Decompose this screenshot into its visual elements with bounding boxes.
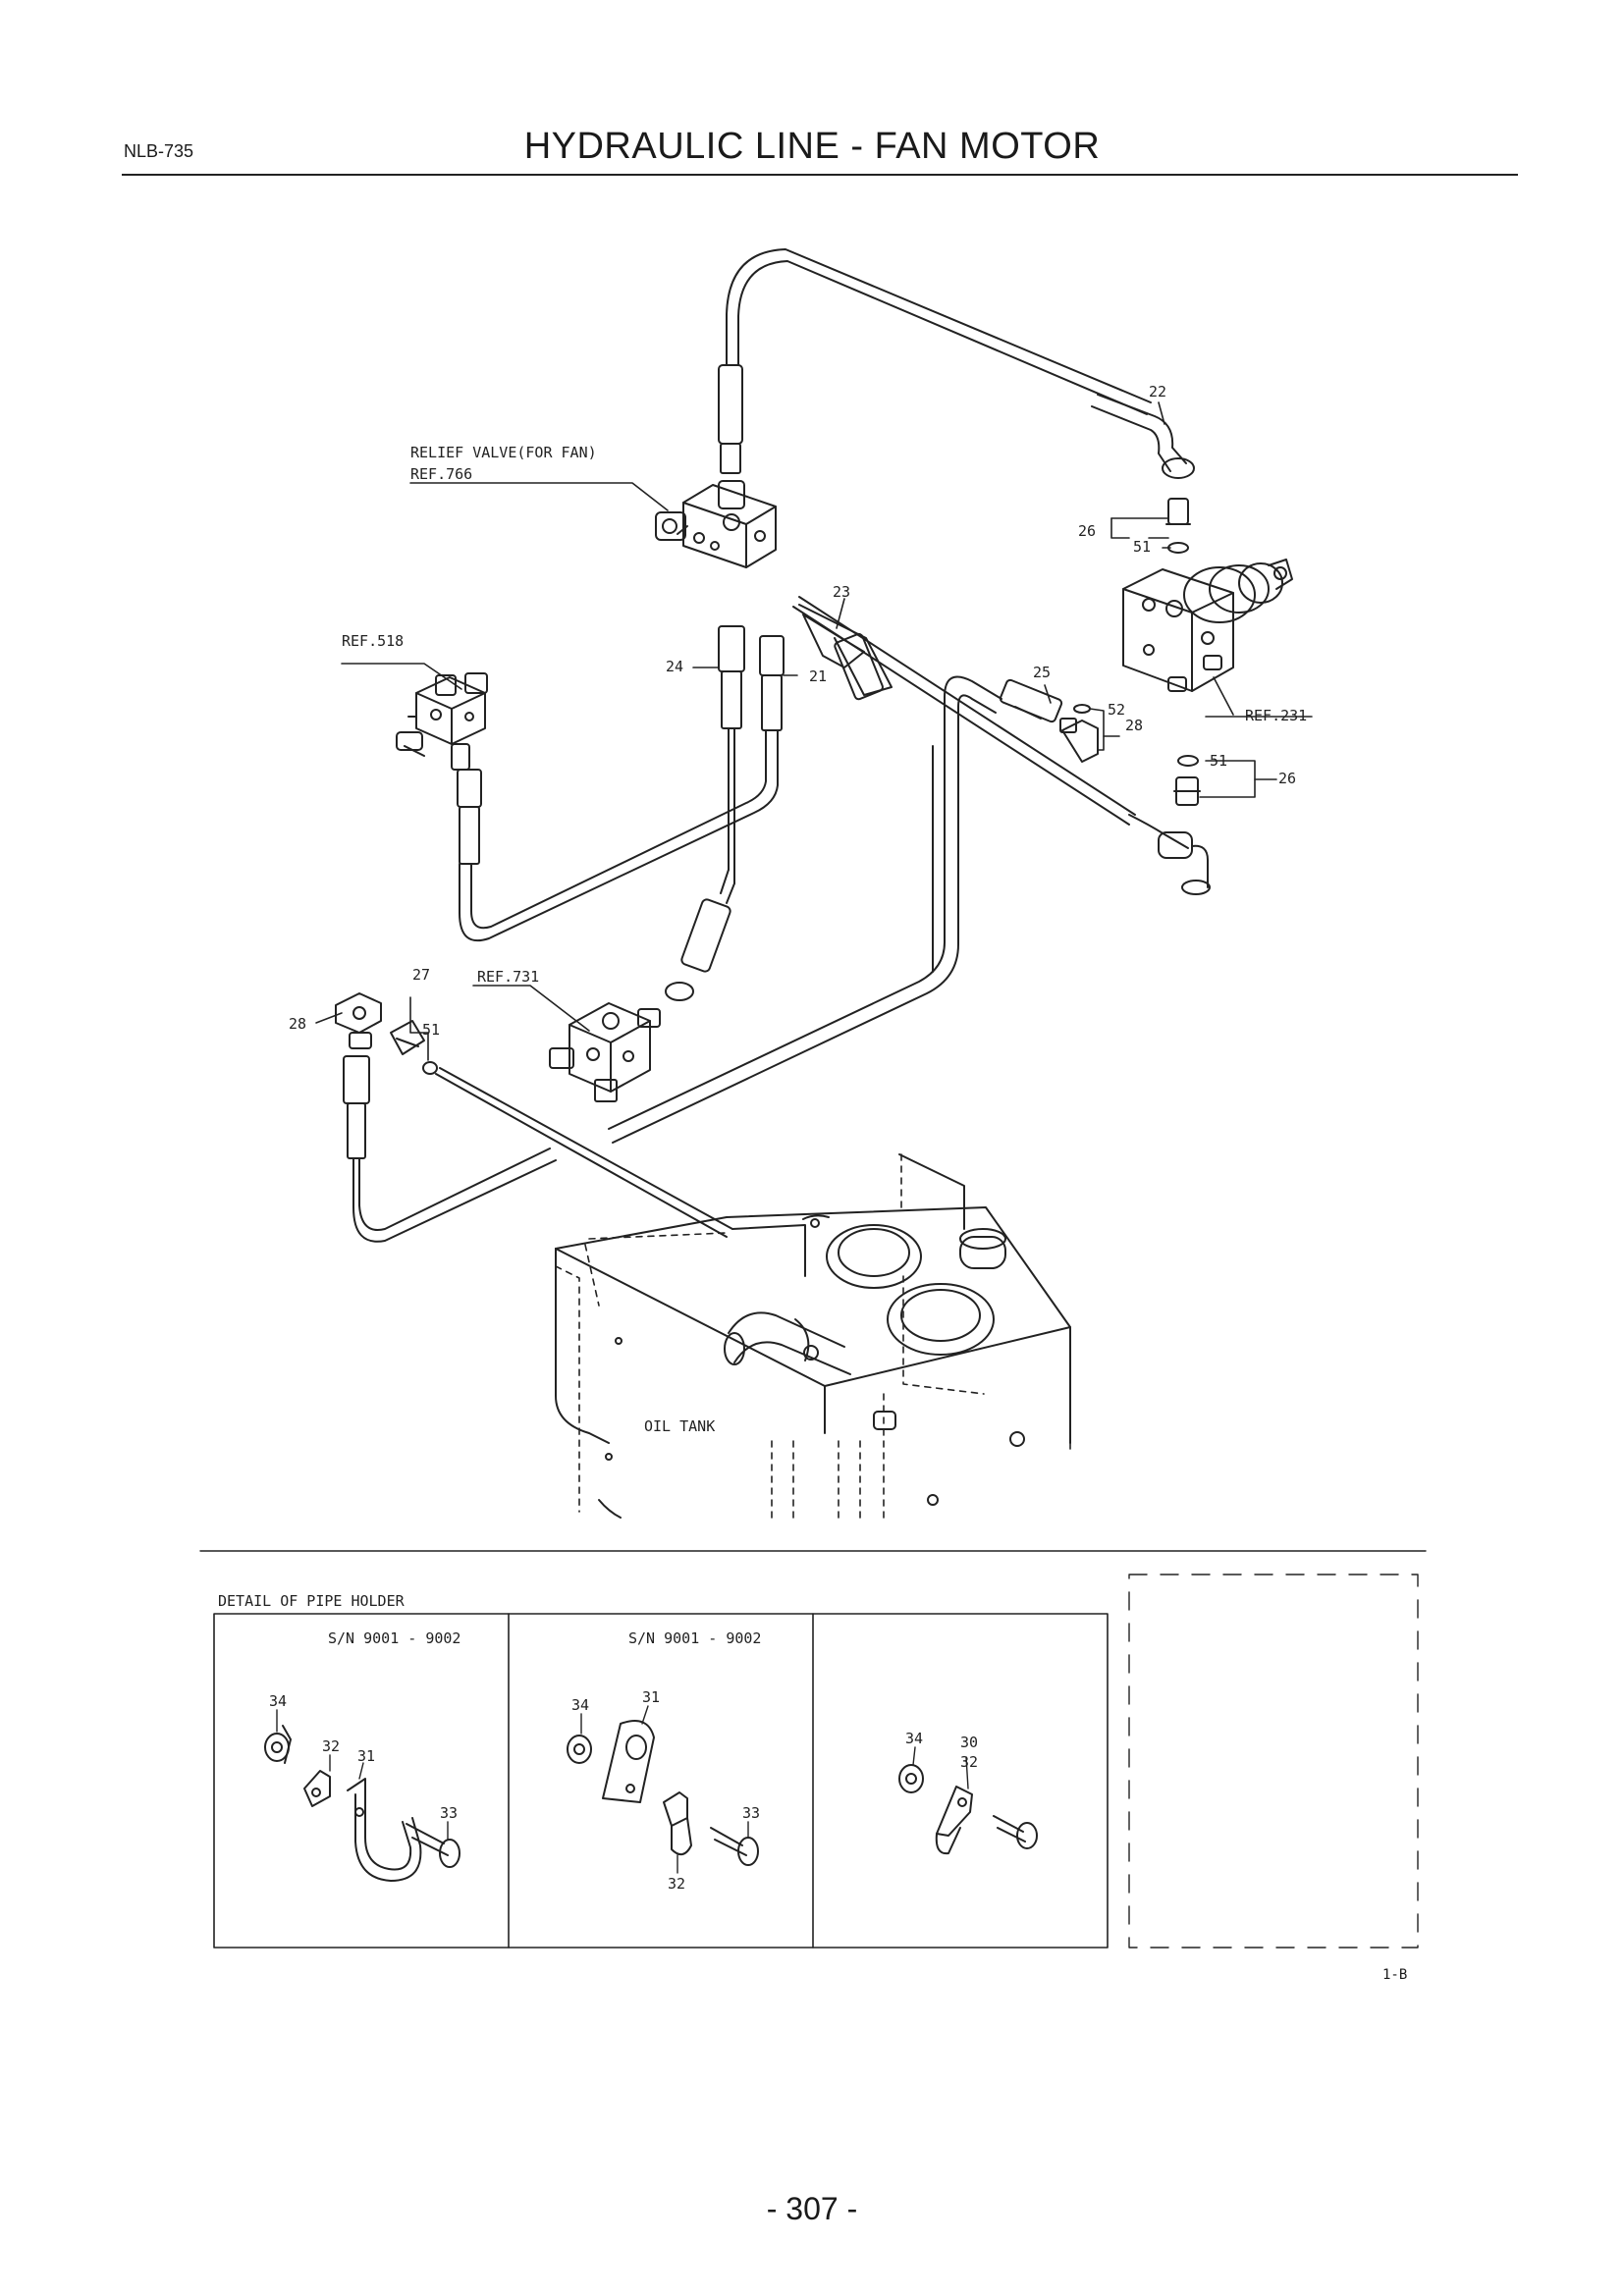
fan-motor [1122,559,1293,692]
hose-to-ref-731 [665,869,735,1001]
callout-labels: RELIEF VALVE(FOR FAN) REF.766 REF.518 22… [289,383,1307,1435]
tank-bottom-edge [598,1499,622,1519]
header-rule [122,174,1518,176]
label-26-upper: 26 [1078,522,1096,540]
panel-3-leaders [912,1746,969,1789]
label-ref-518: REF.518 [342,632,404,650]
sheet-reference: 1-B [1382,1967,1408,1983]
label-25: 25 [1033,664,1051,681]
label-ref-731: REF.731 [477,968,539,986]
label-26-lower: 26 [1278,770,1296,787]
ref-731-valve [549,1002,661,1102]
panel-2-label-32: 32 [668,1875,685,1893]
panel-1-label-32: 32 [322,1737,340,1755]
label-23: 23 [833,583,850,601]
panel-3-parts [898,1764,1038,1855]
label-27: 27 [412,966,430,984]
detail-frame [213,1613,1109,1949]
label-51-lower: 51 [1210,752,1227,770]
panel-2-leaders [580,1705,749,1874]
hose-22 [718,248,1195,479]
leader-lines [315,401,1313,1061]
label-51-upper: 51 [1133,538,1151,556]
document-code: NLB-735 [124,141,194,161]
oil-tank [555,1153,1071,1506]
label-52: 52 [1108,701,1125,719]
fitting-26-lower [1173,755,1201,806]
fitting-27 [390,1020,425,1055]
hose-24 [718,625,745,884]
panel-3-label-32: 32 [960,1753,978,1771]
detail-title: DETAIL OF PIPE HOLDER [218,1592,406,1610]
panel-2-serial: S/N 9001 - 9002 [628,1629,761,1647]
hose-21 [459,635,785,942]
page-title: HYDRAULIC LINE - FAN MOTOR [523,126,1101,167]
label-51-left: 51 [422,1021,440,1039]
label-21: 21 [809,667,827,685]
label-24: 24 [666,658,683,675]
panel-1-leaders [276,1709,449,1841]
label-relief-valve: RELIEF VALVE(FOR FAN) [410,444,597,461]
label-28-left: 28 [289,1015,306,1033]
panel-3-label-30: 30 [960,1734,978,1751]
hose-left-to-tank [343,1055,733,1243]
reserved-dashed-box [1128,1574,1419,1949]
label-ref-231: REF.231 [1245,707,1307,724]
page-number: - 307 - [766,2191,858,2226]
hose-25 [792,596,1211,895]
panel-1-serial: S/N 9001 - 9002 [328,1629,460,1647]
panel-2-label-33: 33 [742,1804,760,1822]
relief-valve-block [655,480,777,568]
fitting-26-upper [1165,498,1191,554]
o-ring-51-left [422,1061,438,1075]
label-28-right: 28 [1125,717,1143,734]
panel-2-label-31: 31 [642,1688,660,1706]
panel-1-parts [264,1725,460,1882]
tank-dashed-outline [555,1153,1071,1521]
panel-2-label-34: 34 [571,1696,589,1714]
label-oil-tank: OIL TANK [644,1417,715,1435]
fitting-28-left [335,992,382,1049]
panel-2-parts [567,1720,759,1866]
hose-23 [798,604,893,701]
hose-25-fitting [999,678,1063,723]
panel-1-label-34: 34 [269,1692,287,1710]
panel-1-label-31: 31 [357,1747,375,1765]
label-22: 22 [1149,383,1166,400]
fitting-28 [1059,704,1099,763]
detail-labels: DETAIL OF PIPE HOLDER S/N 9001 - 9002 34… [218,1592,978,1893]
panel-1-label-33: 33 [440,1804,458,1822]
return-hose [608,675,1002,1144]
panel-3-label-34: 34 [905,1730,923,1747]
ref-518-valve [396,672,488,865]
label-ref-766: REF.766 [410,465,472,483]
